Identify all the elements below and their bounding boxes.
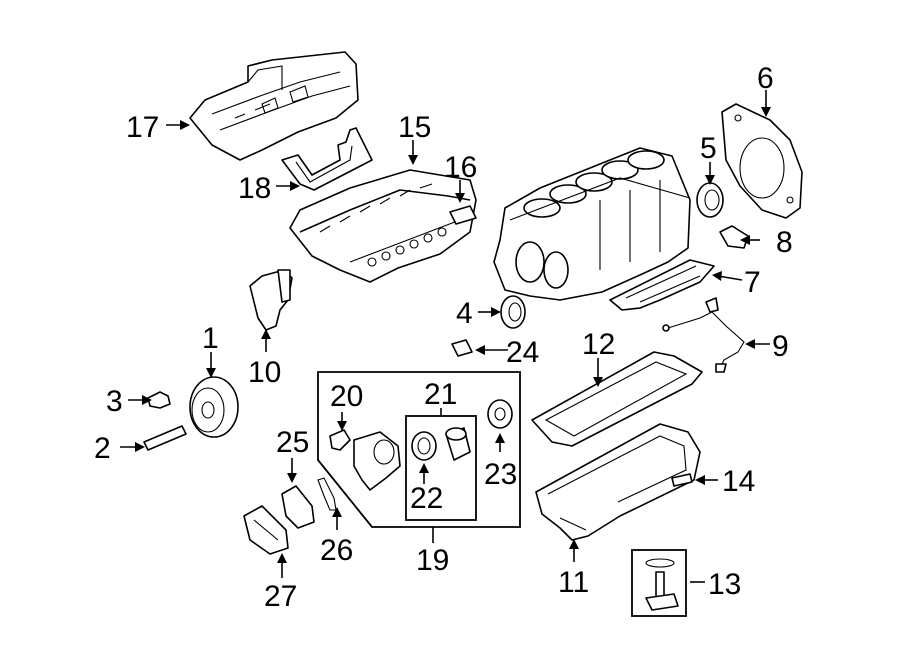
long-bolt-part: [143, 425, 187, 451]
engine-cover-part: [189, 51, 359, 161]
callout-3: 3: [106, 385, 123, 418]
windage-tray-part: [609, 259, 715, 311]
leader-lines: [120, 90, 771, 583]
valve-cover-part: [289, 169, 477, 283]
filter-housing-part: [329, 429, 401, 491]
oil-pan-gasket-part: [531, 351, 703, 447]
callout-25: 25: [276, 426, 309, 459]
callout-9: 9: [772, 330, 789, 363]
callout-11: 11: [558, 566, 589, 599]
callout-27: 27: [264, 580, 297, 613]
callout-14: 14: [722, 465, 755, 498]
drain-plug-part: [671, 473, 693, 487]
small-bolt-part: [147, 391, 171, 409]
callout-20: 20: [330, 380, 363, 413]
callout-23: 23: [484, 458, 517, 491]
callout-22: 22: [410, 482, 443, 515]
rear-cover-plate-part: [721, 103, 803, 219]
gasket-strip-part: [317, 477, 337, 511]
callout-12: 12: [582, 328, 615, 361]
callout-21: 21: [424, 378, 457, 411]
callout-18: 18: [238, 172, 271, 205]
front-seal-part: [500, 295, 526, 329]
sensor-wire-part: [662, 297, 745, 373]
callout-19: 19: [416, 544, 449, 577]
dipstick-box-part: [631, 549, 687, 617]
crank-pulley-part: [189, 376, 239, 438]
oil-pan-part: [535, 423, 701, 541]
oil-plug-part: [451, 339, 473, 357]
callout-15: 15: [398, 111, 431, 144]
engine-block-part: [493, 147, 691, 301]
callout-7: 7: [744, 266, 761, 299]
callout-4: 4: [456, 297, 473, 330]
callout-24: 24: [506, 336, 539, 369]
callout-13: 13: [708, 568, 741, 601]
callout-2: 2: [94, 432, 111, 465]
callout-6: 6: [757, 62, 774, 95]
oil-cooler-part: [243, 505, 289, 555]
bracket-part: [281, 485, 315, 529]
cam-sensor-part: [249, 269, 293, 331]
callout-16: 16: [444, 151, 477, 184]
callout-26: 26: [320, 534, 353, 567]
cover-gasket-part: [281, 127, 373, 191]
sensor-part: [719, 225, 749, 249]
callout-17: 17: [126, 111, 159, 144]
callout-5: 5: [700, 132, 717, 165]
filter-element-part: [411, 427, 471, 461]
group-19-box: [317, 371, 521, 528]
callout-1: 1: [202, 322, 219, 355]
callout-8: 8: [776, 226, 793, 259]
callout-10: 10: [248, 356, 281, 389]
rear-seal-part: [696, 182, 724, 218]
filter-cap-part: [487, 399, 513, 429]
